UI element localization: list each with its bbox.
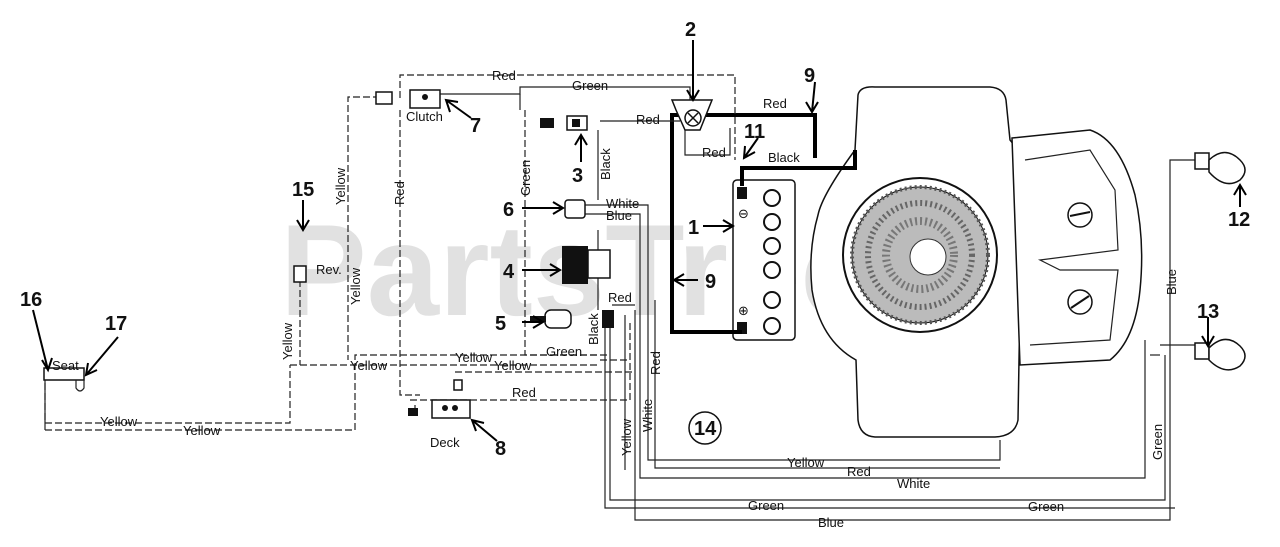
callout-2: 2 (685, 19, 696, 41)
wire-label-yellow-mid-right: Yellow (494, 358, 532, 373)
wire-label-blue-bottom: Blue (818, 515, 844, 530)
svg-text:⊕: ⊕ (738, 303, 749, 318)
wire-label-yellow-seat-1: Yellow (100, 414, 138, 429)
module-4 (562, 246, 611, 284)
wire-label-red-key-loop: Red (702, 145, 726, 160)
wire-label-yellow-bottom: Yellow (787, 455, 825, 470)
wire-label-white-vertical: White (640, 399, 655, 432)
wire-label-black-key: Black (598, 148, 613, 180)
wire-label-black-battery: Black (768, 150, 800, 165)
wire-label-green-bottom-left: Green (748, 498, 784, 513)
wire-label-red-top: Red (492, 68, 516, 83)
callout-5: 5 (495, 313, 506, 335)
wire-label-yellow-upper-left: Yellow (333, 167, 348, 205)
headlight-13 (1194, 338, 1246, 371)
headlight-12 (1194, 151, 1246, 185)
wire-label-blue-6: Blue (606, 208, 632, 223)
wire-label-yellow-seat-2: Yellow (183, 423, 221, 438)
wire-label-yellow-mid-horizontal: Yellow (350, 358, 388, 373)
callout-16: 16 (20, 289, 42, 311)
label-deck: Deck (430, 435, 460, 450)
wire-label-green-left-vertical: Green (518, 160, 533, 196)
callout-8: 8 (495, 438, 506, 460)
wire-label-white-bottom: White (897, 476, 930, 491)
label-seat: Seat (52, 358, 79, 373)
callout-9-lower: 9 (705, 271, 716, 293)
wire-label-green-right: Green (1150, 424, 1165, 460)
seat-switch (43, 367, 85, 392)
callout-arrows (32, 40, 1247, 442)
callout-12: 12 (1228, 209, 1250, 231)
callout-7: 7 (470, 115, 481, 137)
wire-label-red-vertical-left: Red (392, 181, 407, 205)
wire-label-green-bottom-mid: Green (546, 344, 582, 359)
ignition-switch (540, 115, 588, 131)
wire-label-yellow-upper-horizontal: Yellow (455, 350, 493, 365)
starter-solenoid (670, 99, 714, 131)
wire-label-red-key: Red (636, 112, 660, 127)
callout-9-upper: 9 (804, 65, 815, 87)
callout-circle-14 (688, 411, 722, 445)
battery-negative-terminal (737, 322, 747, 334)
callout-17: 17 (105, 313, 127, 335)
callout-13: 13 (1197, 301, 1219, 323)
callout-1: 1 (688, 217, 699, 239)
svg-text:⊖: ⊖ (738, 206, 749, 221)
wire-label-yellow-mid-left: Yellow (348, 267, 363, 305)
wire-label-white-6: White (606, 196, 639, 211)
callout-14: 14 (694, 418, 717, 440)
wire-label-blue-right: Blue (1164, 269, 1179, 295)
engine (810, 86, 1143, 438)
wiring (44, 74, 1195, 521)
callout-3: 3 (572, 165, 583, 187)
wire-label-red-battery: Red (763, 96, 787, 111)
callout-15: 15 (292, 179, 314, 201)
wire-label-red-bottom: Red (847, 464, 871, 479)
wire-label-red-vertical-right: Red (648, 351, 663, 375)
switch-6 (564, 199, 586, 219)
wire-label-green-bottom-right: Green (1028, 499, 1064, 514)
label-rev: Rev. (316, 262, 342, 277)
wire-label-black-5: Black (586, 313, 601, 345)
reverse-switch (293, 265, 307, 283)
wire-label-red-deck: Red (512, 385, 536, 400)
red-battery-cable (670, 113, 817, 334)
wire-label-red-5: Red (608, 290, 632, 305)
callout-4: 4 (503, 261, 515, 283)
wire-label-yellow-rev: Yellow (280, 322, 295, 360)
callout-11: 11 (744, 121, 765, 143)
callout-6: 6 (503, 199, 514, 221)
clutch-switch (375, 89, 441, 109)
wire-label-yellow-vertical-right: Yellow (619, 418, 634, 456)
battery-positive-terminal (737, 187, 747, 199)
label-clutch: Clutch (406, 109, 443, 124)
black-battery-cable (740, 150, 857, 186)
deck-switch (408, 379, 471, 419)
wire-label-green-top: Green (572, 78, 608, 93)
battery: ⊖ ⊕ (732, 179, 796, 341)
